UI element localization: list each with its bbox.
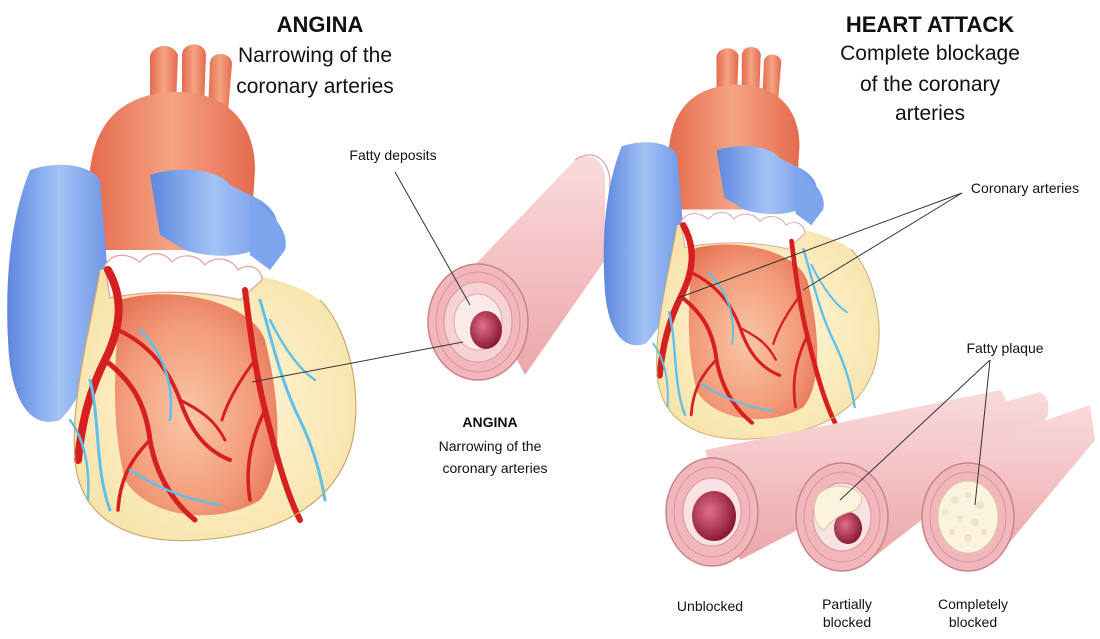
artery-to-section-leader-line [251,341,464,383]
fatty-plaque-leader-line-1 [839,359,991,501]
fatty-plaque-label: Fatty plaque [966,340,1044,356]
completely-blocked-label-line1: Completely [937,596,1009,612]
coronary-arteries-leader-line-1 [677,192,963,299]
coronary-arteries-leader-line-2 [802,192,963,291]
angina-title: ANGINA [276,12,364,37]
heart-attack-subtitle-line1: Complete blockage [840,42,1020,65]
unblocked-label: Unblocked [676,598,744,614]
completely-blocked-label-line2: blocked [948,614,998,630]
fatty-plaque-leader-line-2 [974,359,991,506]
angina-caption-line1: Narrowing of the [438,438,542,454]
fatty-deposits-label: Fatty deposits [349,147,437,163]
partially-blocked-label-line1: Partially [822,596,872,612]
angina-artery-cross-section [427,154,611,381]
coronary-arteries-label: Coronary arteries [970,180,1080,196]
fatty-deposits-leader-line [394,171,471,306]
angina-caption-line2: coronary arteries [442,460,548,476]
angina-caption-title: ANGINA [462,414,518,430]
angina-subtitle-line2: coronary arteries [236,75,394,98]
partially-blocked-label-line2: blocked [822,614,872,630]
left-heart-illustration [7,44,356,540]
angina-subtitle-line1: Narrowing of the [237,44,393,67]
vessel-completely-blocked [921,405,1095,572]
heart-attack-subtitle-line3: arteries [894,102,966,125]
heart-attack-subtitle-line2: of the coronary [859,73,1001,96]
heart-attack-title: HEART ATTACK [845,12,1015,37]
